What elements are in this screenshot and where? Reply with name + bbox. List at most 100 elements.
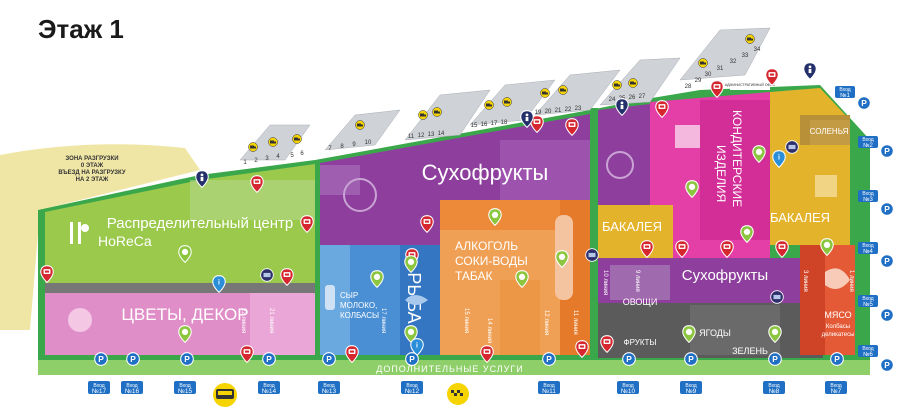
zone-meat-label-1: МЯСО [824, 310, 851, 320]
svg-text:28: 28 [685, 84, 692, 90]
right-entrances[interactable]: Вход №1 Вход №2 Вход №3 Вход №4 Вход №5 … [835, 86, 878, 358]
green-divider [590, 108, 598, 363]
svg-text:Вход: Вход [862, 191, 873, 197]
svg-text:Вход: Вход [323, 383, 334, 389]
zone-alcohol-label-3: ТАБАК [455, 269, 493, 283]
svg-text:№3: №3 [863, 196, 873, 203]
svg-text:32: 32 [730, 59, 737, 65]
svg-text:ЗОНА РАЗГРУЗКИ: ЗОНА РАЗГРУЗКИ [65, 156, 118, 162]
cake-icon [675, 125, 700, 148]
bus-icon[interactable] [213, 383, 237, 407]
zone-grocery-left [598, 205, 673, 260]
svg-text:8: 8 [340, 144, 344, 150]
flower-icon [68, 308, 92, 332]
svg-text:Вход: Вход [862, 137, 873, 143]
svg-text:№17: №17 [92, 388, 107, 395]
line-labels: 22 линия 21 линия 17 линия 15 линия 14 л… [240, 270, 854, 343]
entrance-4-badge[interactable] [858, 242, 878, 254]
svg-text:31: 31 [717, 66, 724, 72]
svg-text:Вход: Вход [406, 383, 417, 389]
taxi-icon[interactable] [447, 383, 469, 405]
svg-text:17: 17 [491, 121, 498, 127]
entrance-1-badge[interactable] [835, 86, 855, 98]
extra-services-corridor [38, 360, 870, 375]
svg-text:1 линия: 1 линия [848, 270, 854, 292]
svg-text:17 линия: 17 линия [380, 308, 386, 333]
entrance-2-badge[interactable] [858, 136, 878, 148]
zone-meat [820, 245, 855, 355]
svg-text:№8: №8 [769, 388, 780, 395]
zone-horeca-label-1: Распределительный центр [107, 215, 294, 232]
fish-icon [405, 295, 428, 305]
svg-text:№2: №2 [863, 142, 873, 149]
entrance-5-badge[interactable] [858, 295, 878, 307]
svg-text:9: 9 [352, 142, 356, 148]
entrance-3-badge[interactable] [858, 190, 878, 202]
svg-text:20: 20 [545, 109, 552, 115]
zone-berries-label: ЯГОДЫ [699, 328, 731, 338]
svg-text:10 линия: 10 линия [602, 270, 608, 295]
svg-text:18: 18 [501, 120, 508, 126]
zone-dried-fruits-right-label: Сухофрукты [682, 267, 768, 284]
svg-text:№11: №11 [542, 388, 556, 395]
zone-salting [810, 120, 850, 145]
svg-text:10: 10 [365, 140, 372, 146]
svg-text:21 линия: 21 линия [268, 308, 274, 333]
svg-text:Вход: Вход [862, 296, 873, 302]
svg-text:15: 15 [471, 123, 478, 129]
svg-text:№14: №14 [262, 388, 277, 395]
svg-text:12 линия: 12 линия [543, 310, 549, 335]
zone-alcohol-label-2: СОКИ-ВОДЫ [455, 254, 528, 268]
zone-dairy-label-3: КОЛБАСЫ [340, 311, 379, 320]
svg-text:4: 4 [276, 154, 280, 160]
unloading-zone [0, 144, 200, 330]
zone-dried-fruits-label: Сухофрукты [422, 160, 549, 185]
onion-icon [606, 151, 634, 179]
zone-confectionery-label-1: КОНДИТЕРСКИЕ [730, 110, 744, 207]
svg-text:Вход: Вход [263, 383, 274, 389]
svg-text:11: 11 [408, 134, 415, 140]
zone-meat-label-2: Колбасы [826, 324, 850, 330]
zone-confectionery-label-2: ИЗДЕЛИЯ [714, 145, 728, 202]
svg-text:1: 1 [243, 160, 247, 166]
svg-text:6: 6 [300, 151, 304, 157]
zone-flowers-label: ЦВЕТЫ, ДЕКОР [121, 305, 248, 324]
svg-text:№15: №15 [178, 388, 193, 395]
svg-text:ВЪЕЗД НА РАЗГРУЗКУ: ВЪЕЗД НА РАЗГРУЗКУ [58, 170, 125, 176]
svg-text:33: 33 [742, 53, 749, 59]
svg-text:3 линия: 3 линия [802, 270, 808, 292]
svg-text:34: 34 [754, 47, 761, 53]
svg-text:15 линия: 15 линия [463, 308, 469, 333]
zone-grocery-right-label: БАКАЛЕЯ [770, 210, 830, 225]
svg-text:2: 2 [254, 158, 258, 164]
zone-fruits-label: ФРУКТЫ [624, 338, 657, 347]
svg-text:23: 23 [575, 106, 582, 112]
svg-text:14: 14 [438, 131, 445, 137]
svg-text:№5: №5 [863, 301, 873, 308]
extra-services-label: ДОПОЛНИТЕЛЬНЫЕ УСЛУГИ [376, 364, 524, 374]
svg-text:0 ЭТАЖ: 0 ЭТАЖ [81, 163, 104, 169]
zone-meat-label-3: деликатесы [822, 332, 855, 338]
zone-dairy-label-1: СЫР [340, 291, 358, 300]
svg-text:12: 12 [418, 133, 425, 139]
svg-text:№13: №13 [322, 388, 337, 395]
svg-text:Вход: Вход [543, 383, 554, 389]
svg-text:27: 27 [639, 94, 646, 100]
svg-text:Вход: Вход [622, 383, 633, 389]
svg-text:24: 24 [609, 97, 616, 103]
svg-text:30: 30 [705, 72, 712, 78]
svg-text:№6: №6 [863, 351, 873, 358]
svg-text:5: 5 [290, 153, 294, 159]
bottom-entrances[interactable]: Вход №17 Вход №16 Вход №15 Вход №14 Вход… [88, 381, 847, 395]
svg-text:26: 26 [629, 95, 636, 101]
gate-numbers: 1 2 3 4 5 6 7 8 9 10 11 12 13 14 15 16 1… [243, 47, 761, 166]
svg-text:№9: №9 [686, 388, 697, 395]
entrance-6-badge[interactable] [858, 345, 878, 357]
svg-text:16: 16 [481, 122, 488, 128]
svg-text:3: 3 [265, 156, 269, 162]
admin-office-label: АДМИНИСТРАТИВНЫЙ ОФИС [725, 83, 776, 87]
zone-alcohol-label-1: АЛКОГОЛЬ [455, 239, 518, 253]
nut-icon [343, 178, 377, 212]
svg-text:19: 19 [535, 110, 542, 116]
